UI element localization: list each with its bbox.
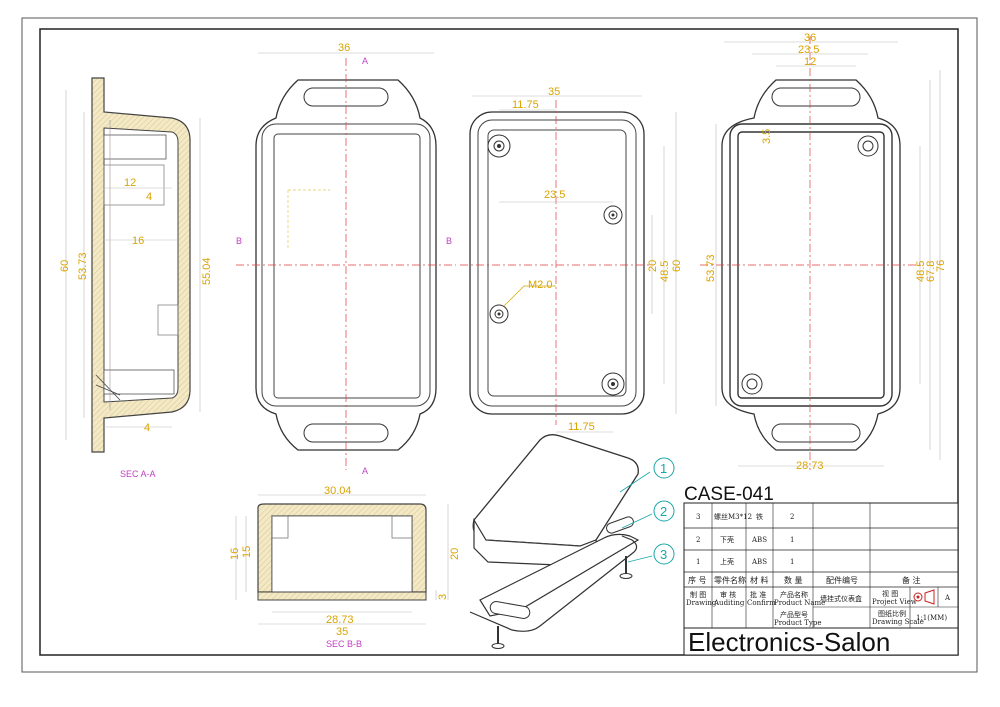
row3-name: 螺丝M3*12 bbox=[714, 512, 752, 521]
inner-frame bbox=[39, 28, 959, 656]
header-name: 零件名称 bbox=[714, 575, 746, 585]
projection-symbol-icon bbox=[913, 589, 935, 605]
pname-label-en: Product Name bbox=[774, 599, 825, 607]
dim-bottom-67-8: 67.8 bbox=[925, 261, 937, 282]
dim-inner-48-5: 48.5 bbox=[659, 261, 671, 282]
callout-2: 2 bbox=[660, 504, 667, 519]
callout-1: 1 bbox=[660, 461, 667, 476]
dim-inner-11-75a: 11.75 bbox=[512, 99, 539, 111]
view-value: A bbox=[944, 594, 951, 602]
header-no: 序 号 bbox=[688, 575, 707, 585]
dim-aa-4b: 4 bbox=[144, 422, 150, 434]
dim-bb-30-04: 30.04 bbox=[324, 485, 352, 497]
view-label: 视 图 bbox=[882, 589, 898, 598]
dim-bottom-28-73: 28.73 bbox=[796, 460, 824, 472]
draw-label-en: Drawing bbox=[686, 599, 717, 607]
dim-inner-20: 20 bbox=[647, 260, 659, 272]
audit-label: 审 核 bbox=[720, 590, 736, 599]
confirm-label: 批 准 bbox=[750, 590, 766, 599]
dim-bottom-53-73: 53.73 bbox=[705, 254, 717, 282]
dim-bottom-3-5: 3.5 bbox=[761, 129, 773, 144]
header-qty: 数 量 bbox=[784, 575, 803, 585]
row1-no: 1 bbox=[696, 558, 700, 566]
row2-material: ABS bbox=[751, 536, 767, 544]
dim-aa-12: 12 bbox=[124, 177, 136, 189]
dim-inner-11-75b: 11.75 bbox=[568, 421, 595, 433]
section-label-bb: SEC B-B bbox=[326, 639, 362, 649]
scale-label: 图纸比例 bbox=[878, 609, 906, 618]
row1-qty: 1 bbox=[790, 558, 794, 566]
outer-frame bbox=[21, 17, 978, 673]
hole-label-m2: M2.0 bbox=[528, 279, 552, 291]
row1-material: ABS bbox=[751, 558, 767, 566]
dim-bb-35: 35 bbox=[336, 626, 348, 638]
dim-bottom-12: 12 bbox=[804, 56, 816, 68]
draw-label: 制 图 bbox=[690, 590, 706, 599]
header-material: 材 料 bbox=[750, 575, 769, 585]
ptype-label: 产品型号 bbox=[780, 610, 808, 619]
dim-bottom-23-5: 23.5 bbox=[798, 44, 819, 56]
row3-material: 铁 bbox=[756, 512, 763, 521]
dim-inner-23-5: 23.5 bbox=[544, 189, 565, 201]
pname-value: 墙挂式仪表盒 bbox=[820, 594, 862, 603]
scale-value: 1:1(MM) bbox=[916, 614, 947, 622]
dim-bottom-76: 76 bbox=[935, 260, 947, 272]
isometric-assembly: 1 2 3 bbox=[469, 434, 675, 649]
row3-qty: 2 bbox=[790, 513, 794, 521]
section-a-a-view: 60 53.73 55.04 12 4 16 4 SEC A-A bbox=[59, 77, 213, 479]
header-code: 配件编号 bbox=[826, 575, 858, 585]
row1-name: 上壳 bbox=[720, 557, 734, 566]
marker-b-right: B bbox=[446, 236, 452, 246]
marker-b-left: B bbox=[236, 236, 242, 246]
row3-no: 3 bbox=[696, 513, 700, 521]
dim-aa-55-04: 55.04 bbox=[201, 257, 213, 285]
dim-aa-16: 16 bbox=[132, 235, 144, 247]
brand-name: Electronics-Salon bbox=[688, 627, 890, 657]
header-remark: 备 注 bbox=[902, 575, 921, 585]
dim-top-36: 36 bbox=[338, 42, 350, 54]
model-number: CASE-041 bbox=[684, 484, 774, 505]
dim-bottom-48-5: 48.5 bbox=[915, 261, 927, 282]
marker-a-top: A bbox=[362, 56, 368, 66]
dim-aa-53-73: 53.73 bbox=[77, 252, 89, 280]
row2-no: 2 bbox=[696, 536, 700, 544]
dim-bb-20: 20 bbox=[449, 548, 461, 560]
dim-aa-4a: 4 bbox=[146, 191, 152, 203]
callout-3: 3 bbox=[660, 547, 667, 562]
top-view: 36 A A B B bbox=[236, 42, 456, 476]
dim-bb-15: 15 bbox=[241, 546, 253, 558]
dim-aa-60: 60 bbox=[59, 260, 71, 272]
pname-label: 产品名称 bbox=[780, 590, 808, 599]
section-label-aa: SEC A-A bbox=[120, 469, 156, 479]
dim-bb-16: 16 bbox=[229, 548, 241, 560]
bottom-view: 36 23.5 12 3.5 53.73 48.5 67.8 76 28.73 bbox=[700, 32, 947, 472]
inner-view: 35 11.75 23.5 20 48.5 60 11.75 M2.0 bbox=[460, 86, 683, 433]
dim-bb-28-73: 28.73 bbox=[326, 614, 354, 626]
row2-name: 下壳 bbox=[720, 535, 734, 544]
dim-inner-35: 35 bbox=[548, 86, 560, 98]
ptype-label-en: Product Type bbox=[774, 619, 821, 627]
dim-inner-60: 60 bbox=[671, 260, 683, 272]
view-label-en: Project View bbox=[872, 598, 917, 606]
marker-a-bottom: A bbox=[362, 466, 368, 476]
scale-label-en: Drawing Scale bbox=[872, 618, 924, 626]
section-b-b-view: 30.04 16 15 20 3 28.73 35 SEC B-B bbox=[229, 485, 461, 649]
confirm-label-en: Confirm bbox=[747, 599, 776, 607]
audit-label-en: Auditing bbox=[713, 599, 745, 607]
title-block: CASE-041 3 螺丝M3*12 铁 2 2 下壳 ABS 1 1 上壳 A… bbox=[683, 484, 959, 657]
dim-bottom-36: 36 bbox=[804, 32, 816, 44]
row2-qty: 1 bbox=[790, 536, 794, 544]
dim-bb-3: 3 bbox=[437, 594, 449, 600]
